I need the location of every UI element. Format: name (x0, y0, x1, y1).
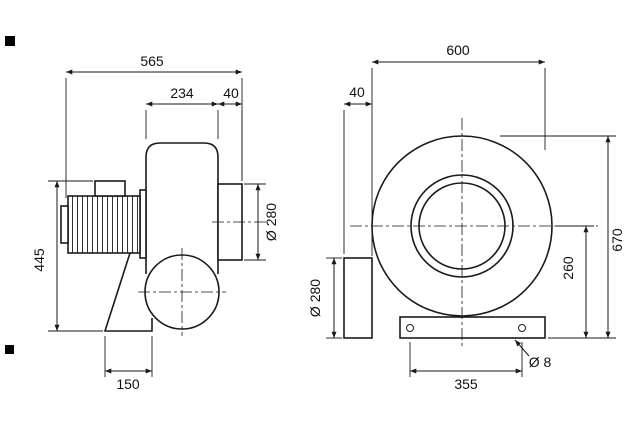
dim-front-overall-width: 600 (371, 42, 546, 256)
scan-mark-top (5, 36, 15, 46)
dim-front-overall-height: 670 (500, 135, 625, 338)
dim-label-445: 445 (31, 248, 47, 272)
base-plate (399, 316, 546, 339)
dim-label-dia-280-front: Ø 280 (307, 279, 323, 317)
leader-line (514, 339, 530, 357)
dim-label-260: 260 (560, 256, 576, 280)
dim-label-234: 234 (170, 85, 194, 101)
dim-label-565: 565 (140, 53, 164, 69)
housing-profile (145, 142, 219, 274)
side-view: 565 234 40 445 150 (31, 53, 279, 392)
dim-side-outlet-diameter: Ø 280 (244, 183, 279, 261)
dim-label-670: 670 (609, 228, 625, 252)
dim-label-dia-280-side: Ø 280 (263, 203, 279, 241)
front-view: 600 40 Ø 280 260 670 (307, 42, 625, 392)
terminal-box (94, 180, 126, 197)
dim-front-duct-depth: 40 (343, 84, 372, 254)
dim-side-overall-height: 445 (31, 180, 103, 332)
mounting-hole-right (518, 324, 526, 332)
dim-side-base-width: 150 (104, 336, 153, 392)
side-view-part (60, 142, 243, 332)
pedestal (103, 202, 153, 332)
dim-label-40-front: 40 (349, 84, 365, 100)
dim-side-housing-depth: 234 (145, 85, 219, 139)
dim-label-40: 40 (223, 85, 239, 101)
dim-label-150: 150 (116, 376, 140, 392)
outlet-duct (343, 257, 373, 339)
dim-side-overall-width: 565 (65, 53, 243, 198)
dim-side-flange-thickness: 40 (218, 85, 243, 181)
dim-front-outlet-diameter: Ø 280 (307, 257, 342, 339)
front-view-part (343, 135, 553, 339)
dim-label-355: 355 (454, 376, 478, 392)
dim-label-600: 600 (446, 42, 470, 58)
dim-label-dia-8: Ø 8 (529, 354, 552, 370)
motor-flange (139, 189, 147, 259)
dim-front-hole-spacing: 355 (409, 342, 523, 392)
motor-end-cap (60, 205, 69, 244)
scan-mark-bottom (5, 345, 14, 354)
mounting-hole-left (406, 324, 414, 332)
motor-body (67, 195, 141, 254)
dim-front-axis-height: 260 (548, 225, 616, 339)
dim-front-hole-diameter: Ø 8 (514, 339, 552, 370)
